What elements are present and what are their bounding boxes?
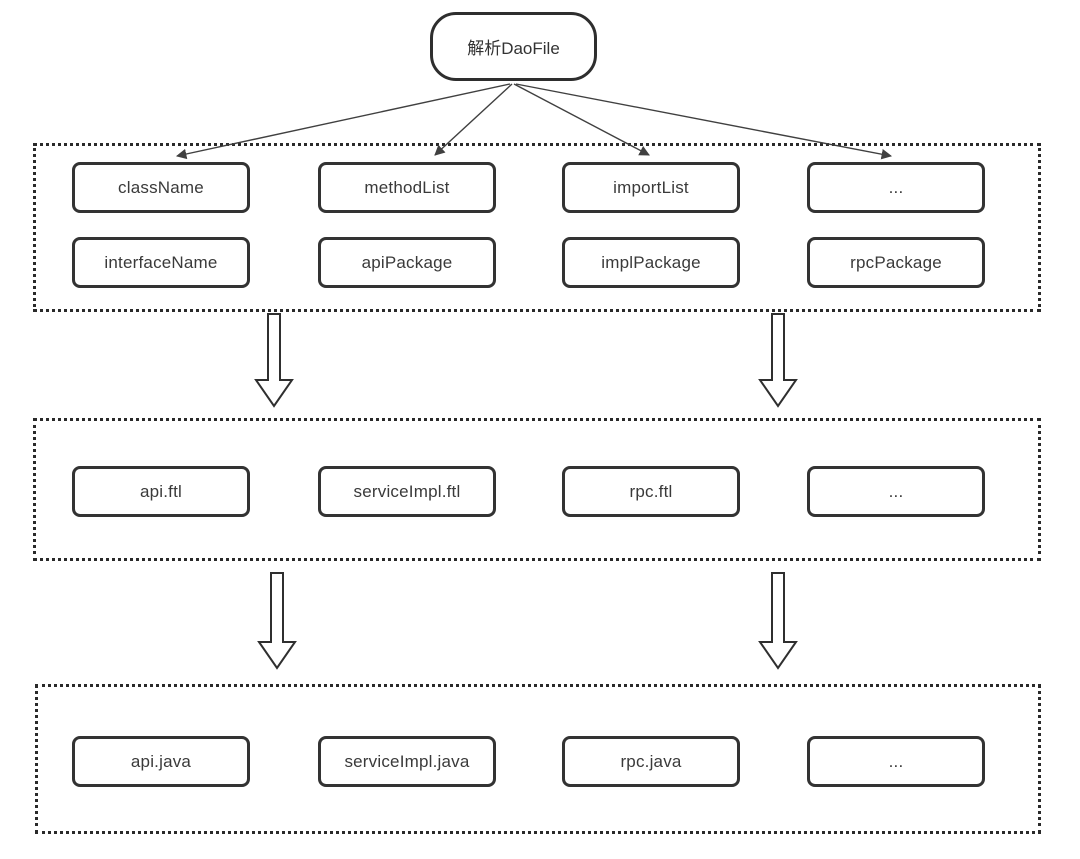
node-fields-ellipsis: ...	[807, 162, 985, 213]
node-methodlist: methodList	[318, 162, 496, 213]
block-arrow-fields-templates-right	[758, 313, 798, 408]
block-arrow-templates-outputs-right	[758, 572, 798, 670]
node-implpackage: implPackage	[562, 237, 740, 288]
root-node-parse-daofile: 解析DaoFile	[430, 12, 597, 81]
outputs-group: api.java serviceImpl.java rpc.java ...	[35, 684, 1041, 834]
node-apipackage: apiPackage	[318, 237, 496, 288]
templates-group: api.ftl serviceImpl.ftl rpc.ftl ...	[33, 418, 1041, 561]
node-importlist: importList	[562, 162, 740, 213]
node-serviceimpl-ftl: serviceImpl.ftl	[318, 466, 496, 517]
node-templates-ellipsis: ...	[807, 466, 985, 517]
node-interfacename: interfaceName	[72, 237, 250, 288]
node-api-ftl: api.ftl	[72, 466, 250, 517]
root-node-label: 解析DaoFile	[467, 39, 560, 58]
parsed-fields-group: className methodList importList ... inte…	[33, 143, 1041, 312]
node-serviceimpl-java: serviceImpl.java	[318, 736, 496, 787]
node-classname: className	[72, 162, 250, 213]
node-rpc-java: rpc.java	[562, 736, 740, 787]
node-api-java: api.java	[72, 736, 250, 787]
node-rpcpackage: rpcPackage	[807, 237, 985, 288]
block-arrow-fields-templates-left	[254, 313, 294, 408]
node-rpc-ftl: rpc.ftl	[562, 466, 740, 517]
node-outputs-ellipsis: ...	[807, 736, 985, 787]
block-arrow-templates-outputs-left	[257, 572, 297, 670]
